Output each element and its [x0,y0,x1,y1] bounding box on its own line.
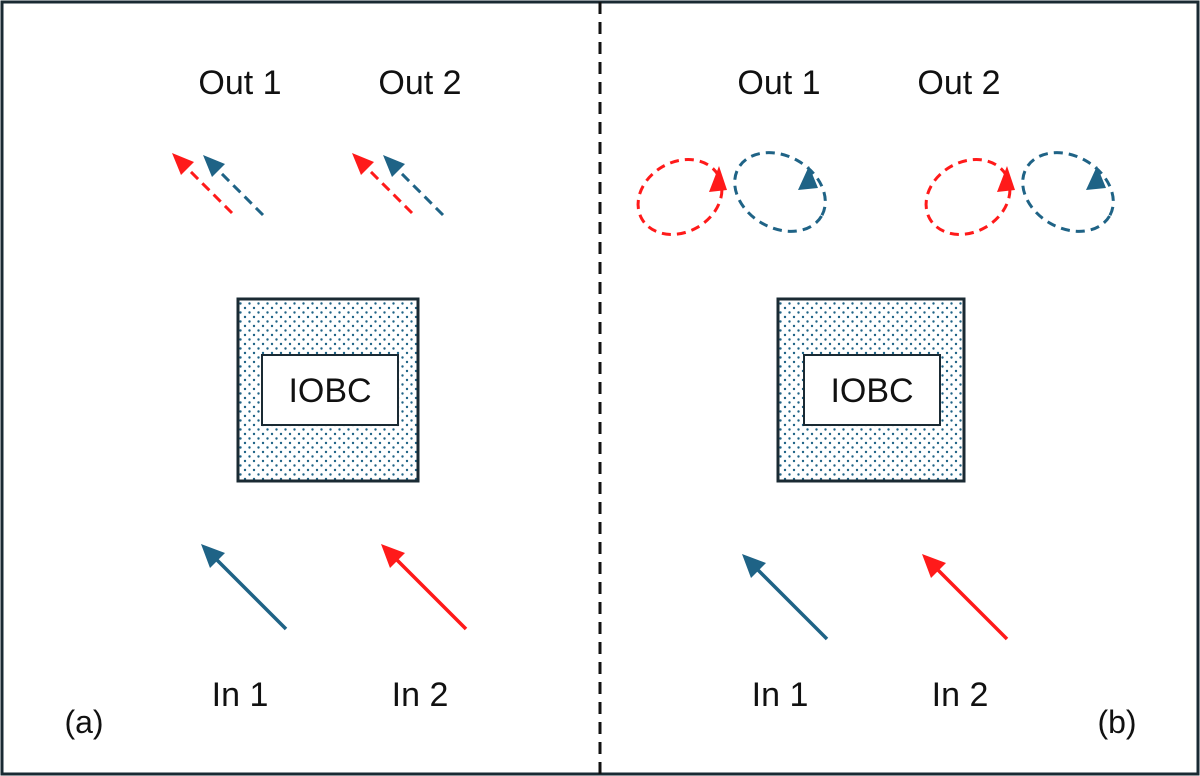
panel-a-iobc-label: IOBC [288,372,371,410]
panel-a-out2-arrows [352,153,445,217]
panel-b-out1-ellipses [636,151,827,236]
panel-b-out1-teal-ellipse [733,151,827,233]
panel-b-out2-red-arrowhead [997,166,1015,192]
panel-a-out1-label: Out 1 [198,64,281,102]
panel-a-out1-teal-arrow [215,167,265,217]
panel-a-out1-teal-arrowhead [203,155,225,177]
panel-b-out2-teal-arrowhead [1086,166,1106,190]
panel-a-in1-arrowhead [201,544,225,568]
panel-a-in1-label: In 1 [212,676,269,714]
panel-a-out2-label: Out 2 [378,64,461,102]
panel-b-out1-red-ellipse [636,158,724,236]
panel-b-iobc-label: IOBC [830,372,913,410]
panel-a-out2-teal-arrow [395,167,445,217]
panel-a: Out 1 Out 2 IOBC In 1 In 2 (a) [64,64,468,740]
panel-a-out1-red-arrowhead [172,153,194,175]
panel-a-out2-red-arrow [364,165,414,215]
panel-a-out1-arrows [172,153,265,217]
panel-b-in2-label: In 2 [932,676,989,714]
panel-a-out2-red-arrowhead [352,153,374,175]
panel-b-in1-label: In 1 [752,676,809,714]
panel-b-out2-teal-ellipse [1021,151,1115,233]
panel-b: Out 1 Out 2 IOBC In 1 In 2 (b) [636,64,1137,740]
panel-b-tag: (b) [1097,704,1136,740]
panel-b-out1-label: Out 1 [737,64,820,102]
panel-b-out2-ellipses [924,151,1115,236]
panel-a-tag: (a) [64,704,103,740]
panel-b-out1-teal-arrowhead [798,166,818,190]
panel-a-iobc-label-box [261,354,399,426]
panel-a-in2-label: In 2 [392,676,449,714]
panel-b-in2-arrowhead [922,554,946,578]
panel-b-in1-arrowhead [742,554,766,578]
panel-b-out2-red-ellipse [924,158,1012,236]
panel-b-out1-red-arrowhead [709,166,727,192]
panel-b-in1-arrow [754,566,829,641]
panel-a-in2-arrowhead [381,544,405,568]
panel-a-in1-arrow [213,556,288,631]
panel-a-out1-red-arrow [184,165,234,215]
panel-a-out2-teal-arrowhead [383,155,405,177]
panel-a-in2-arrow [393,556,468,631]
panel-b-in2-arrow [934,566,1009,641]
panel-b-iobc-label-box [803,354,941,426]
panel-b-out2-label: Out 2 [917,64,1000,102]
